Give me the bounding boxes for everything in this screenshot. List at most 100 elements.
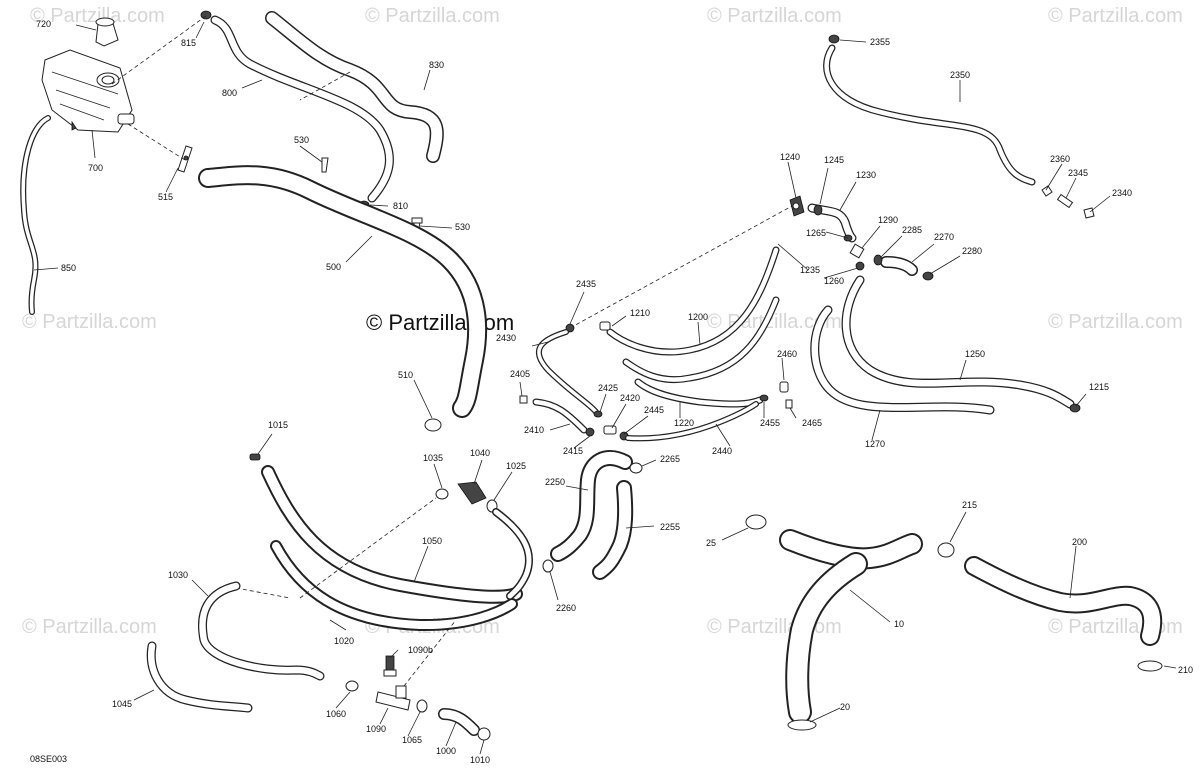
hose-1270: [810, 305, 995, 415]
callout-1270: 1270: [865, 439, 885, 449]
clamp-1065: [416, 699, 428, 713]
callout-1040: 1040: [470, 448, 490, 458]
clamp-815: [200, 10, 212, 20]
diagram-code: 08SE003: [30, 754, 67, 764]
clamp-2260: [542, 559, 554, 573]
hose-2270: [880, 256, 918, 276]
callout-200: 200: [1072, 537, 1087, 547]
callout-1020: 1020: [334, 636, 354, 646]
fitting-2405: [519, 395, 528, 404]
callout-2445: 2445: [644, 405, 664, 415]
callout-850: 850: [61, 263, 76, 273]
callout-1090: 1090: [366, 724, 386, 734]
fitting-2360-2345-2340: [1041, 185, 1095, 219]
hose-830: [265, 11, 444, 163]
callout-1220: 1220: [674, 418, 694, 428]
clamp-20: [787, 719, 817, 731]
callout-1240: 1240: [780, 152, 800, 162]
callout-2250: 2250: [545, 477, 565, 487]
callout-500: 500: [326, 262, 341, 272]
callout-1000: 1000: [436, 746, 456, 756]
hose-2440: [625, 401, 759, 442]
callout-2265: 2265: [660, 454, 680, 464]
fitting-2420-2425-2415-2445: [585, 410, 629, 441]
fitting-2460-2455-2465: [759, 381, 793, 409]
fitting-1240: [789, 195, 805, 217]
guide-line: [569, 205, 793, 329]
clamp-1215: [1069, 403, 1081, 413]
callout-810: 810: [393, 201, 408, 211]
center-watermark: © Partzilla.com: [366, 310, 514, 335]
reservoir-cap-720: [95, 17, 119, 47]
callout-2430: 2430: [496, 333, 516, 343]
callout-1065: 1065: [402, 735, 422, 745]
hose-1030: [198, 581, 325, 681]
bolt-530-top: [321, 157, 329, 173]
callout-530-top: 530: [294, 135, 309, 145]
callout-2340: 2340: [1112, 188, 1132, 198]
callout-720: 720: [36, 19, 51, 29]
callout-20: 20: [840, 702, 850, 712]
watermark-text: © Partzilla.com: [1048, 311, 1183, 333]
fitting-1040: [457, 481, 487, 505]
callout-2420: 2420: [620, 393, 640, 403]
callout-1015: 1015: [268, 420, 288, 430]
guide-line: [235, 587, 291, 599]
callout-2435: 2435: [576, 279, 596, 289]
clamp-25: [745, 514, 767, 530]
guide-line: [299, 497, 437, 599]
callout-1265: 1265: [806, 228, 826, 238]
hose-1045: [146, 641, 253, 713]
hose-1020: [270, 540, 518, 632]
radiator-hose-500: [198, 165, 488, 418]
callout-215: 215: [962, 500, 977, 510]
watermark-text: © Partzilla.com: [365, 5, 500, 27]
tee-fitting-1090: [375, 685, 411, 711]
guide-line: [403, 619, 457, 687]
callout-1290: 1290: [878, 215, 898, 225]
watermark-text: © Partzilla.com: [22, 616, 157, 638]
callout-1215: 1215: [1089, 382, 1109, 392]
callout-1230: 1230: [856, 170, 876, 180]
hose-1220: [634, 378, 764, 408]
clamp-210: [1137, 660, 1163, 672]
callout-1090b: 1090b: [408, 645, 433, 655]
callout-815: 815: [181, 38, 196, 48]
callout-2285: 2285: [902, 225, 922, 235]
coolant-reservoir-700: [41, 49, 135, 133]
callout-1010: 1010: [470, 755, 490, 765]
watermark-text: © Partzilla.com: [1048, 5, 1183, 27]
callout-700: 700: [88, 163, 103, 173]
callout-2410: 2410: [524, 425, 544, 435]
clamp-215: [937, 542, 955, 558]
hose-1250: [841, 275, 1075, 409]
callout-2355: 2355: [870, 37, 890, 47]
guide-line: [299, 71, 351, 101]
watermark-text: © Partzilla.com: [22, 311, 157, 333]
watermark-text: © Partzilla.com: [707, 5, 842, 27]
clamp-1010: [477, 727, 491, 741]
clamp-1035: [435, 488, 449, 500]
callout-2280: 2280: [962, 246, 982, 256]
callout-1235: 1235: [800, 265, 820, 275]
callout-2415: 2415: [563, 446, 583, 456]
callout-2455: 2455: [760, 418, 780, 428]
y-hose-10: [779, 529, 923, 724]
callout-530-mid: 530: [455, 222, 470, 232]
callout-2270: 2270: [934, 232, 954, 242]
callout-1250: 1250: [965, 349, 985, 359]
bracket-515: [177, 145, 193, 173]
fitting-1210: [599, 321, 611, 331]
hose-2350: [823, 44, 1036, 186]
fitting-1290: [849, 243, 865, 259]
callout-2440: 2440: [712, 446, 732, 456]
callout-25: 25: [706, 538, 716, 548]
hose-2255: [592, 480, 634, 580]
clamp-1060: [345, 680, 359, 692]
hose-1000: [438, 708, 480, 736]
callout-2260: 2260: [556, 603, 576, 613]
callout-2425: 2425: [598, 383, 618, 393]
callout-labels: 720 815 800 830 700 515 530 810 530 500 …: [30, 19, 1193, 765]
hose-2250: [550, 450, 633, 562]
